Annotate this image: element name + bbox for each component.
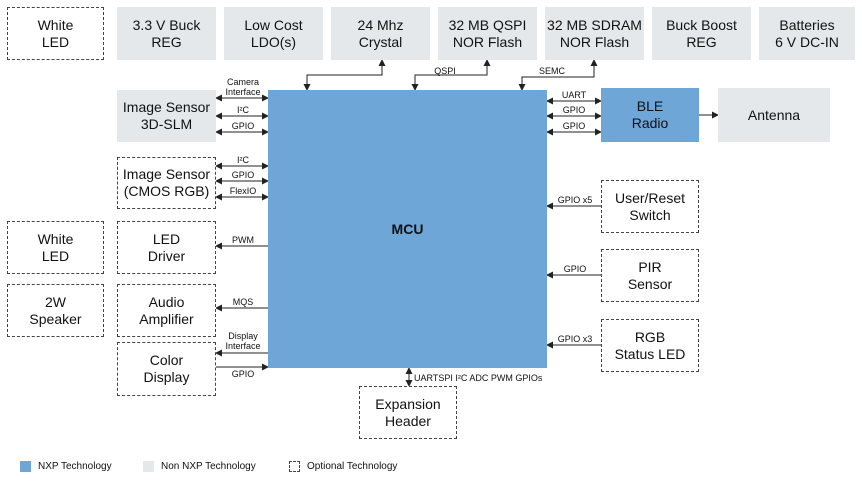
audio-amplifier-block: Audio Amplifier — [117, 284, 216, 337]
signal-gpio-pir: GPIO — [563, 264, 587, 274]
color-display-block: Color Display — [117, 342, 216, 396]
led-driver-block: LED Driver — [117, 221, 216, 274]
batteries-block: Batteries 6 V DC-IN — [759, 7, 855, 60]
signal-i2c-1: I²C — [237, 105, 249, 115]
signal-gpio-ble-1: GPIO — [562, 105, 586, 115]
antenna-block: Antenna — [718, 88, 830, 142]
image-sensor-cmos-block: Image Sensor (CMOS RGB) — [117, 157, 216, 209]
ldo-block: Low Cost LDO(s) — [224, 7, 323, 60]
signal-qspi: QSPI — [434, 66, 456, 76]
signal-flexio: FlexIO — [229, 186, 257, 196]
signal-display-interface: Display Interface — [225, 331, 261, 351]
expansion-header-block: Expansion Header — [359, 386, 457, 439]
legend-non-nxp-swatch — [143, 461, 154, 472]
mcu-block: MCU — [268, 90, 547, 368]
signal-i2c-2: I²C — [237, 155, 249, 165]
buck-reg-block: 3.3 V Buck REG — [117, 7, 216, 60]
sdram-flash-block: 32 MB SDRAM NOR Flash — [545, 7, 644, 60]
legend-optional: Optional Technology — [289, 461, 397, 472]
buck-boost-block: Buck Boost REG — [652, 7, 751, 60]
image-sensor-3d-block: Image Sensor 3D-SLM — [117, 90, 216, 142]
qspi-line — [411, 59, 491, 91]
white-led-top-block: White LED — [7, 7, 104, 60]
white-led-block: White LED — [7, 221, 104, 274]
signal-gpio-x3: GPIO x3 — [557, 334, 593, 344]
qspi-flash-block: 32 MB QSPI NOR Flash — [438, 7, 537, 60]
signal-gpio-1: GPIO — [231, 121, 255, 131]
legend-non-nxp-label: Non NXP Technology — [161, 461, 256, 472]
legend-optional-swatch — [289, 461, 300, 472]
semc-line — [518, 59, 598, 91]
signal-camera-interface: Camera Interface — [225, 77, 261, 97]
legend-non-nxp: Non NXP Technology — [143, 461, 256, 472]
legend-nxp: NXP Technology — [20, 461, 112, 472]
legend-nxp-swatch — [20, 461, 31, 472]
signal-uart: UART — [561, 90, 587, 100]
signal-gpio-3: GPIO — [231, 369, 255, 379]
ble-radio-block: BLE Radio — [601, 88, 699, 142]
legend-nxp-label: NXP Technology — [38, 461, 112, 472]
legend-optional-label: Optional Technology — [307, 461, 398, 472]
rgb-status-led-block: RGB Status LED — [601, 319, 699, 372]
signal-gpio-x5: GPIO x5 — [557, 195, 593, 205]
signal-pwm: PWM — [232, 235, 254, 245]
user-reset-switch-block: User/Reset Switch — [601, 180, 699, 233]
signal-expansion-bus: UARTSPI I²C ADC PWM GPIOs — [414, 373, 543, 383]
speaker-block: 2W Speaker — [7, 284, 104, 337]
signal-semc: SEMC — [538, 66, 565, 76]
crystal-block: 24 Mhz Crystal — [331, 7, 430, 60]
signal-gpio-ble-2: GPIO — [562, 121, 586, 131]
pir-sensor-block: PIR Sensor — [601, 249, 699, 302]
signal-gpio-2: GPIO — [231, 170, 255, 180]
signal-mqs: MQS — [232, 297, 254, 307]
crystal-line — [303, 59, 386, 91]
